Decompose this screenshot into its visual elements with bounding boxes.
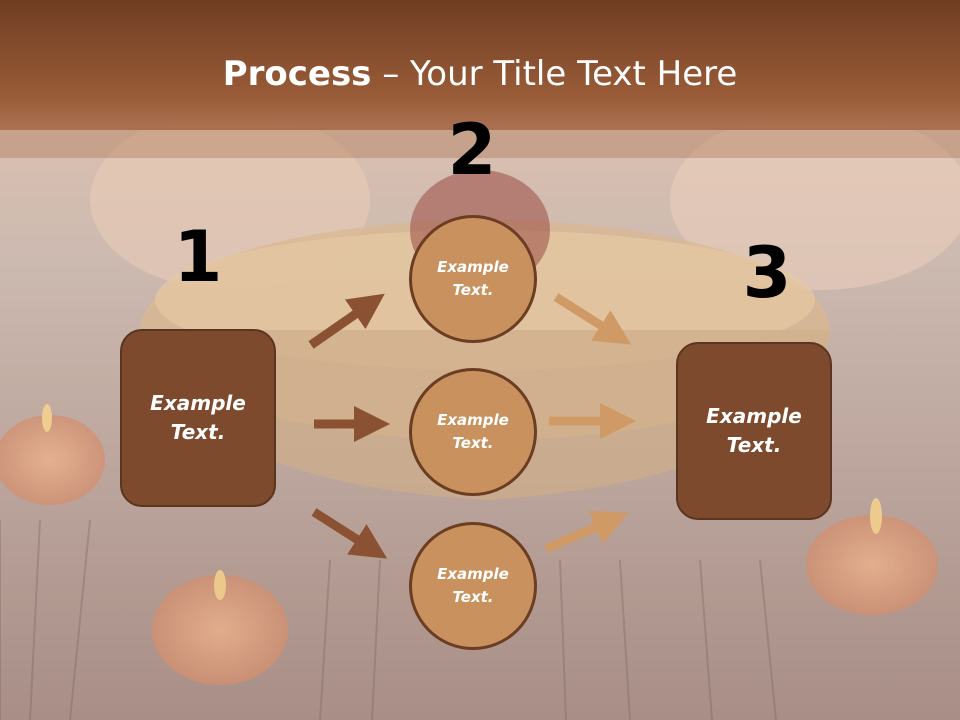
- slide-title: Process – Your Title Text Here: [0, 52, 960, 96]
- step-number-2: 2: [447, 109, 497, 191]
- circle-bottom-label: Example Text.: [437, 565, 509, 606]
- circle-middle: Example Text.: [409, 368, 537, 496]
- step-number-1: 1: [173, 216, 223, 298]
- end-box: Example Text.: [676, 342, 832, 520]
- end-box-label: Example Text.: [706, 404, 802, 457]
- circle-top-label: Example Text.: [437, 258, 509, 299]
- start-box: Example Text.: [120, 329, 276, 507]
- start-box-label: Example Text.: [150, 391, 246, 444]
- title-rest: – Your Title Text Here: [371, 54, 738, 94]
- circle-bottom: Example Text.: [409, 522, 537, 650]
- step-number-3: 3: [742, 232, 792, 314]
- title-bold: Process: [222, 54, 372, 94]
- circle-top: Example Text.: [409, 215, 537, 343]
- circle-middle-label: Example Text.: [437, 411, 509, 452]
